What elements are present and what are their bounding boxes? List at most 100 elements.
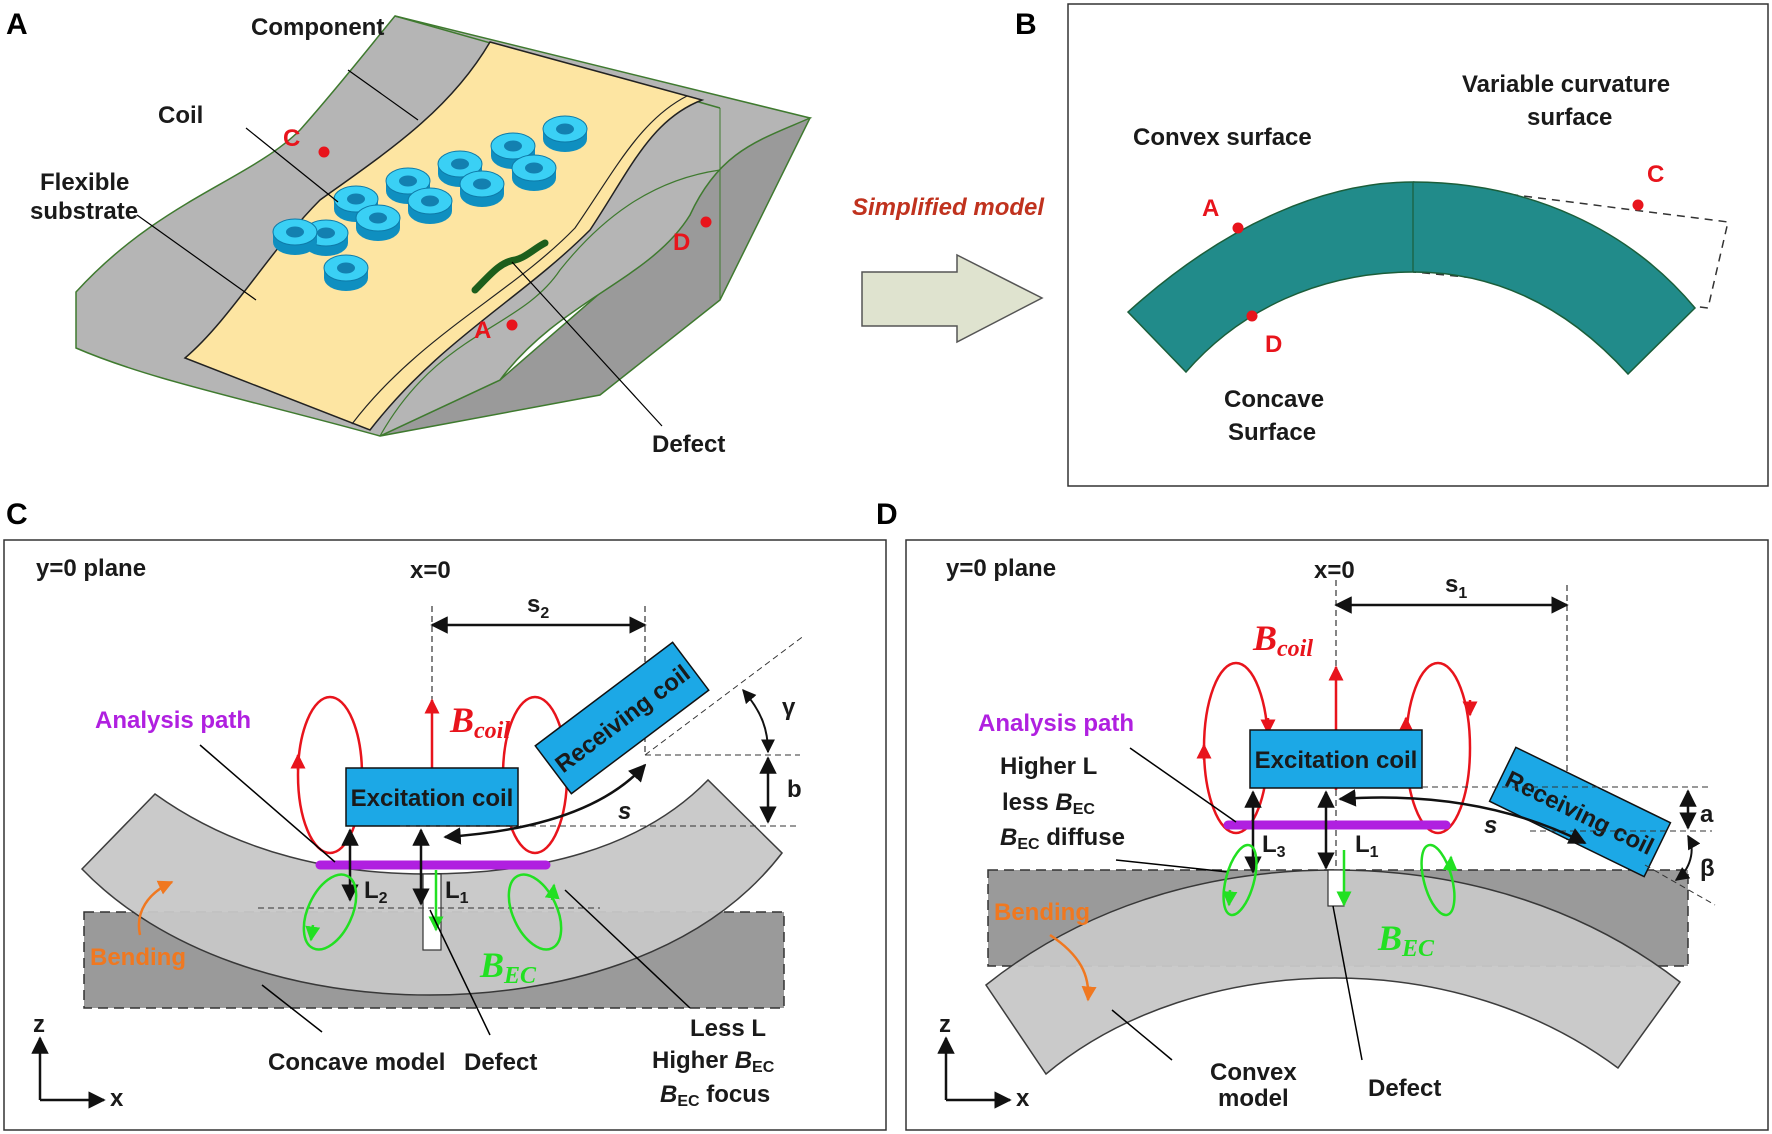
c-bcoil-label: Bcoil xyxy=(449,700,510,744)
c-excitation-label: Excitation coil xyxy=(351,785,514,812)
d-plane-label: y=0 plane xyxy=(946,555,1056,582)
panel-d: D x=0 s1 Bcoil Excitation coil Receiv xyxy=(876,498,1769,1131)
d-l1-label: L1 xyxy=(1355,831,1379,861)
coil-element-icon xyxy=(459,170,505,208)
d-l1-main: L xyxy=(1355,831,1370,858)
c-less-l-label: Less L xyxy=(690,1015,766,1042)
c-axis-x: x xyxy=(110,1085,124,1112)
c-l1-sub: 1 xyxy=(460,890,469,907)
d-l3-label: L3 xyxy=(1262,831,1286,861)
d-s1-label: s1 xyxy=(1445,571,1467,602)
d-diffuse-b: B xyxy=(1000,824,1017,851)
c-higher-text: Higher xyxy=(652,1047,735,1074)
panel-a: A C D A xyxy=(6,8,813,458)
d-bending-label: Bending xyxy=(994,899,1090,926)
c-s2-label: s2 xyxy=(527,591,549,622)
d-x0-label: x=0 xyxy=(1314,557,1355,584)
c-focus-text: focus xyxy=(700,1081,771,1108)
c-higher-bec-label: Higher BEC xyxy=(652,1047,775,1076)
c-l2-label: L2 xyxy=(364,877,388,907)
point-c-marker xyxy=(318,146,330,158)
d-higher-l-label: Higher L xyxy=(1000,753,1097,780)
d-l3-sub: 3 xyxy=(1277,844,1286,861)
simplified-model-label: Simplified model xyxy=(852,194,1045,221)
d-excitation-label: Excitation coil xyxy=(1255,747,1418,774)
c-s2-sub: 2 xyxy=(540,605,549,622)
c-focus-sub: EC xyxy=(677,1093,700,1110)
d-less-text: less xyxy=(1002,789,1055,816)
label-substrate: substrate xyxy=(30,198,138,225)
c-bcoil-main: B xyxy=(449,700,474,740)
coil-element-icon xyxy=(407,187,453,225)
c-plane-label: y=0 plane xyxy=(36,555,146,582)
point-d-marker xyxy=(700,216,712,228)
panel-d-letter: D xyxy=(876,498,898,531)
d-eddy-current-loops xyxy=(1222,843,1458,917)
d-diffuse-sub: EC xyxy=(1017,836,1040,853)
d-s-label: s xyxy=(1484,812,1497,839)
d-defect-slot xyxy=(1327,869,1345,907)
b-point-c-marker xyxy=(1632,199,1644,211)
point-a-marker xyxy=(506,319,518,331)
d-less-b: B xyxy=(1055,789,1072,816)
c-bec-sub: EC xyxy=(503,963,537,989)
c-gamma-label: γ xyxy=(782,694,796,721)
d-defect-label: Defect xyxy=(1368,1075,1441,1102)
d-convex-model-label-1: Convex xyxy=(1210,1059,1297,1086)
d-beta-label: β xyxy=(1700,855,1715,882)
b-point-d-label: D xyxy=(1265,331,1282,358)
panel-b: B A D C Convex surface Variable curvatur… xyxy=(1015,3,1769,487)
coil-element-icon xyxy=(323,254,369,292)
d-axis-x: x xyxy=(1016,1085,1030,1112)
c-l1-label: L1 xyxy=(445,877,469,907)
d-diffuse-text: diffuse xyxy=(1040,824,1125,851)
label-variable-curvature-1: Variable curvature xyxy=(1462,71,1670,98)
d-axis-z: z xyxy=(939,1011,951,1038)
coil-element-icon xyxy=(511,154,557,192)
big-arrow-icon xyxy=(861,253,1044,344)
c-l2-sub: 2 xyxy=(379,890,388,907)
simplified-model-arrow: Simplified model xyxy=(852,194,1045,344)
c-bending-label: Bending xyxy=(90,944,186,971)
d-bec-main: B xyxy=(1377,918,1402,958)
c-defect-slot xyxy=(422,873,442,951)
c-higher-b: B xyxy=(735,1047,752,1074)
d-bcoil-label: Bcoil xyxy=(1252,618,1313,662)
panel-a-letter: A xyxy=(6,8,28,41)
label-concave-2: Surface xyxy=(1228,419,1316,446)
convex-model-body xyxy=(984,869,1682,1076)
d-excitation-coil xyxy=(1249,729,1423,789)
d-diffuse-label: BEC diffuse xyxy=(1000,824,1125,853)
d-l1-sub: 1 xyxy=(1370,844,1379,861)
d-less-bec-label: less BEC xyxy=(1002,789,1095,818)
b-point-d-marker xyxy=(1246,310,1258,322)
c-b-label: b xyxy=(787,776,802,803)
d-bec-label: BEC xyxy=(1377,918,1435,962)
c-eddy-current-loops xyxy=(302,870,563,951)
c-s2-main: s xyxy=(527,591,540,618)
b-point-a-marker xyxy=(1232,222,1244,234)
c-focus-b: B xyxy=(660,1081,677,1108)
b-point-a-label: A xyxy=(1202,195,1219,222)
label-coil: Coil xyxy=(158,102,203,129)
coil-element-icon xyxy=(542,115,588,153)
panel-b-letter: B xyxy=(1015,8,1037,41)
coil-element-icon xyxy=(355,204,401,242)
defect-crack xyxy=(471,239,549,294)
c-s-label: s xyxy=(618,798,631,825)
d-bcoil-sub: coil xyxy=(1277,636,1313,662)
c-l1-main: L xyxy=(445,877,460,904)
c-higher-sub: EC xyxy=(752,1059,775,1076)
b-point-c-label: C xyxy=(1647,161,1664,188)
d-convex-model-label-2: model xyxy=(1218,1085,1289,1112)
coil-element-icon xyxy=(272,218,318,256)
label-variable-curvature-2: surface xyxy=(1527,104,1612,131)
c-defect-label: Defect xyxy=(464,1049,537,1076)
d-bec-sub: EC xyxy=(1401,936,1435,962)
c-l2-main: L xyxy=(364,877,379,904)
d-a-label: a xyxy=(1700,801,1714,828)
c-bec-label: BEC xyxy=(479,945,537,989)
point-a-label: A xyxy=(474,317,491,344)
c-analysis-label: Analysis path xyxy=(95,707,251,734)
